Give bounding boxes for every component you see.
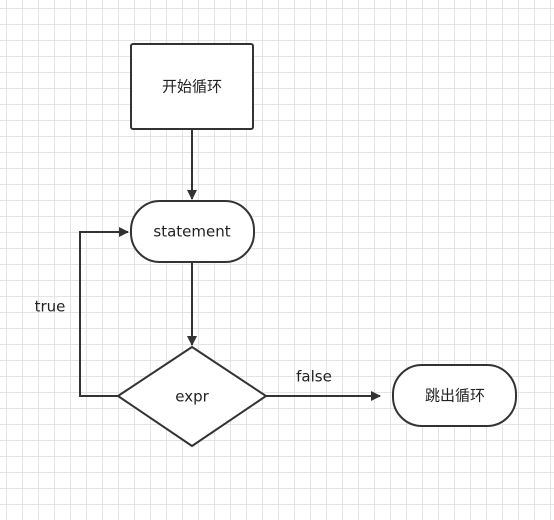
node-exit-label: 跳出循环 xyxy=(425,387,485,405)
node-start-shape xyxy=(130,43,254,130)
node-start-label: 开始循环 xyxy=(162,78,222,96)
node-statement-shape xyxy=(130,200,255,263)
node-statement: statement xyxy=(130,200,255,263)
node-exit: 跳出循环 xyxy=(392,364,517,427)
node-expr-label: expr xyxy=(175,388,209,406)
node-statement-label: statement xyxy=(153,223,230,241)
edge-expr-true-loop xyxy=(79,227,129,397)
edge-true-label: true xyxy=(35,298,66,316)
node-expr-shape xyxy=(116,345,268,448)
node-start: 开始循环 xyxy=(130,43,254,130)
node-exit-shape xyxy=(392,364,517,427)
edge-false-label: false xyxy=(296,368,332,386)
node-expr: expr xyxy=(116,345,268,448)
